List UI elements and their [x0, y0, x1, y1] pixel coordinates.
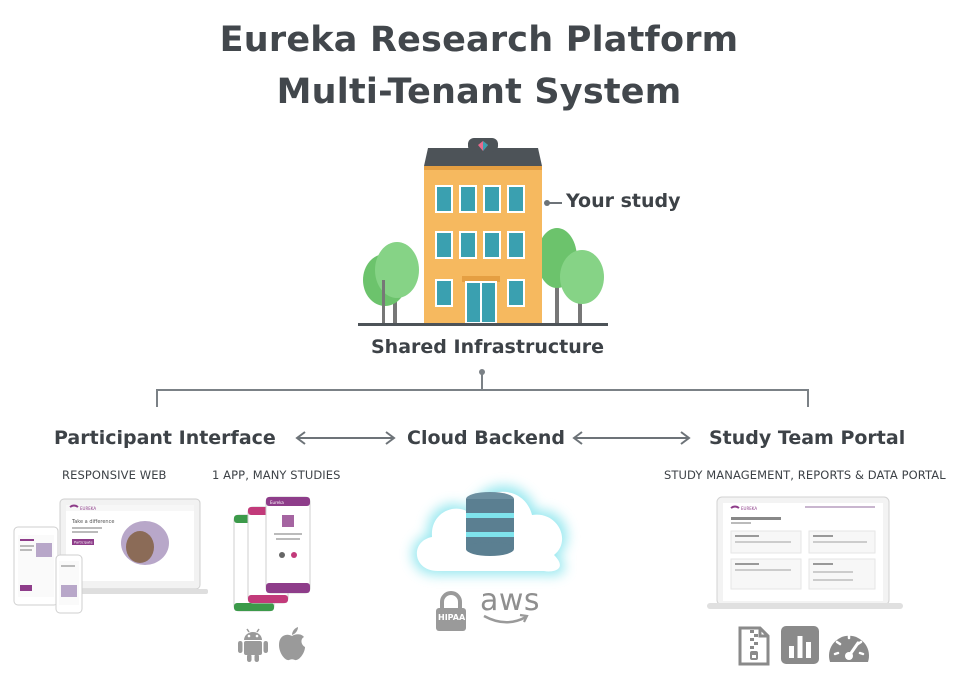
- tree-right: [537, 228, 604, 325]
- building-illustration: [358, 138, 608, 326]
- responsive-web-label: RESPONSIVE WEB: [62, 468, 167, 482]
- page-subtitle: Multi-Tenant System: [276, 72, 682, 112]
- cloud-database: [412, 485, 568, 576]
- portal-brand: EUREKA: [741, 506, 757, 511]
- android-icon: [238, 628, 268, 662]
- app-phones: Eureka: [233, 496, 311, 612]
- hipaa-label: HIPAA: [438, 613, 466, 622]
- bar-chart-icon: [781, 626, 819, 664]
- web-brand: EUREKA: [80, 506, 96, 511]
- zip-file-icon: [738, 626, 770, 666]
- study-team-portal-label: Study Team Portal: [709, 427, 906, 449]
- page-title: Eureka Research Platform: [219, 20, 739, 60]
- gauge-icon: [829, 633, 869, 662]
- aws-smile-icon: [483, 613, 529, 624]
- database-icon: [466, 492, 514, 556]
- hipaa-lock-icon: [436, 591, 466, 631]
- participant-interface-label: Participant Interface: [54, 427, 276, 449]
- portal-sublabel: STUDY MANAGEMENT, REPORTS & DATA PORTAL: [664, 468, 946, 482]
- web-hero-text: Take a difference: [71, 519, 114, 525]
- arrow-participant-cloud: [295, 431, 396, 445]
- arrow-cloud-portal: [572, 431, 691, 445]
- aws-label: aws: [480, 583, 541, 618]
- portal-laptop: EUREKA: [707, 496, 903, 609]
- responsive-web-devices: EUREKA Take a difference Participate: [13, 498, 208, 614]
- shared-infrastructure-label: Shared Infrastructure: [371, 336, 604, 358]
- apple-icon: [279, 627, 305, 661]
- tree-left: [363, 242, 419, 325]
- your-study-label: Your study: [566, 190, 681, 212]
- cloud-backend-label: Cloud Backend: [407, 427, 565, 449]
- web-button-text: Participate: [74, 541, 93, 545]
- one-app-label: 1 APP, MANY STUDIES: [212, 468, 341, 482]
- app-screen-title: Eureka: [270, 500, 284, 505]
